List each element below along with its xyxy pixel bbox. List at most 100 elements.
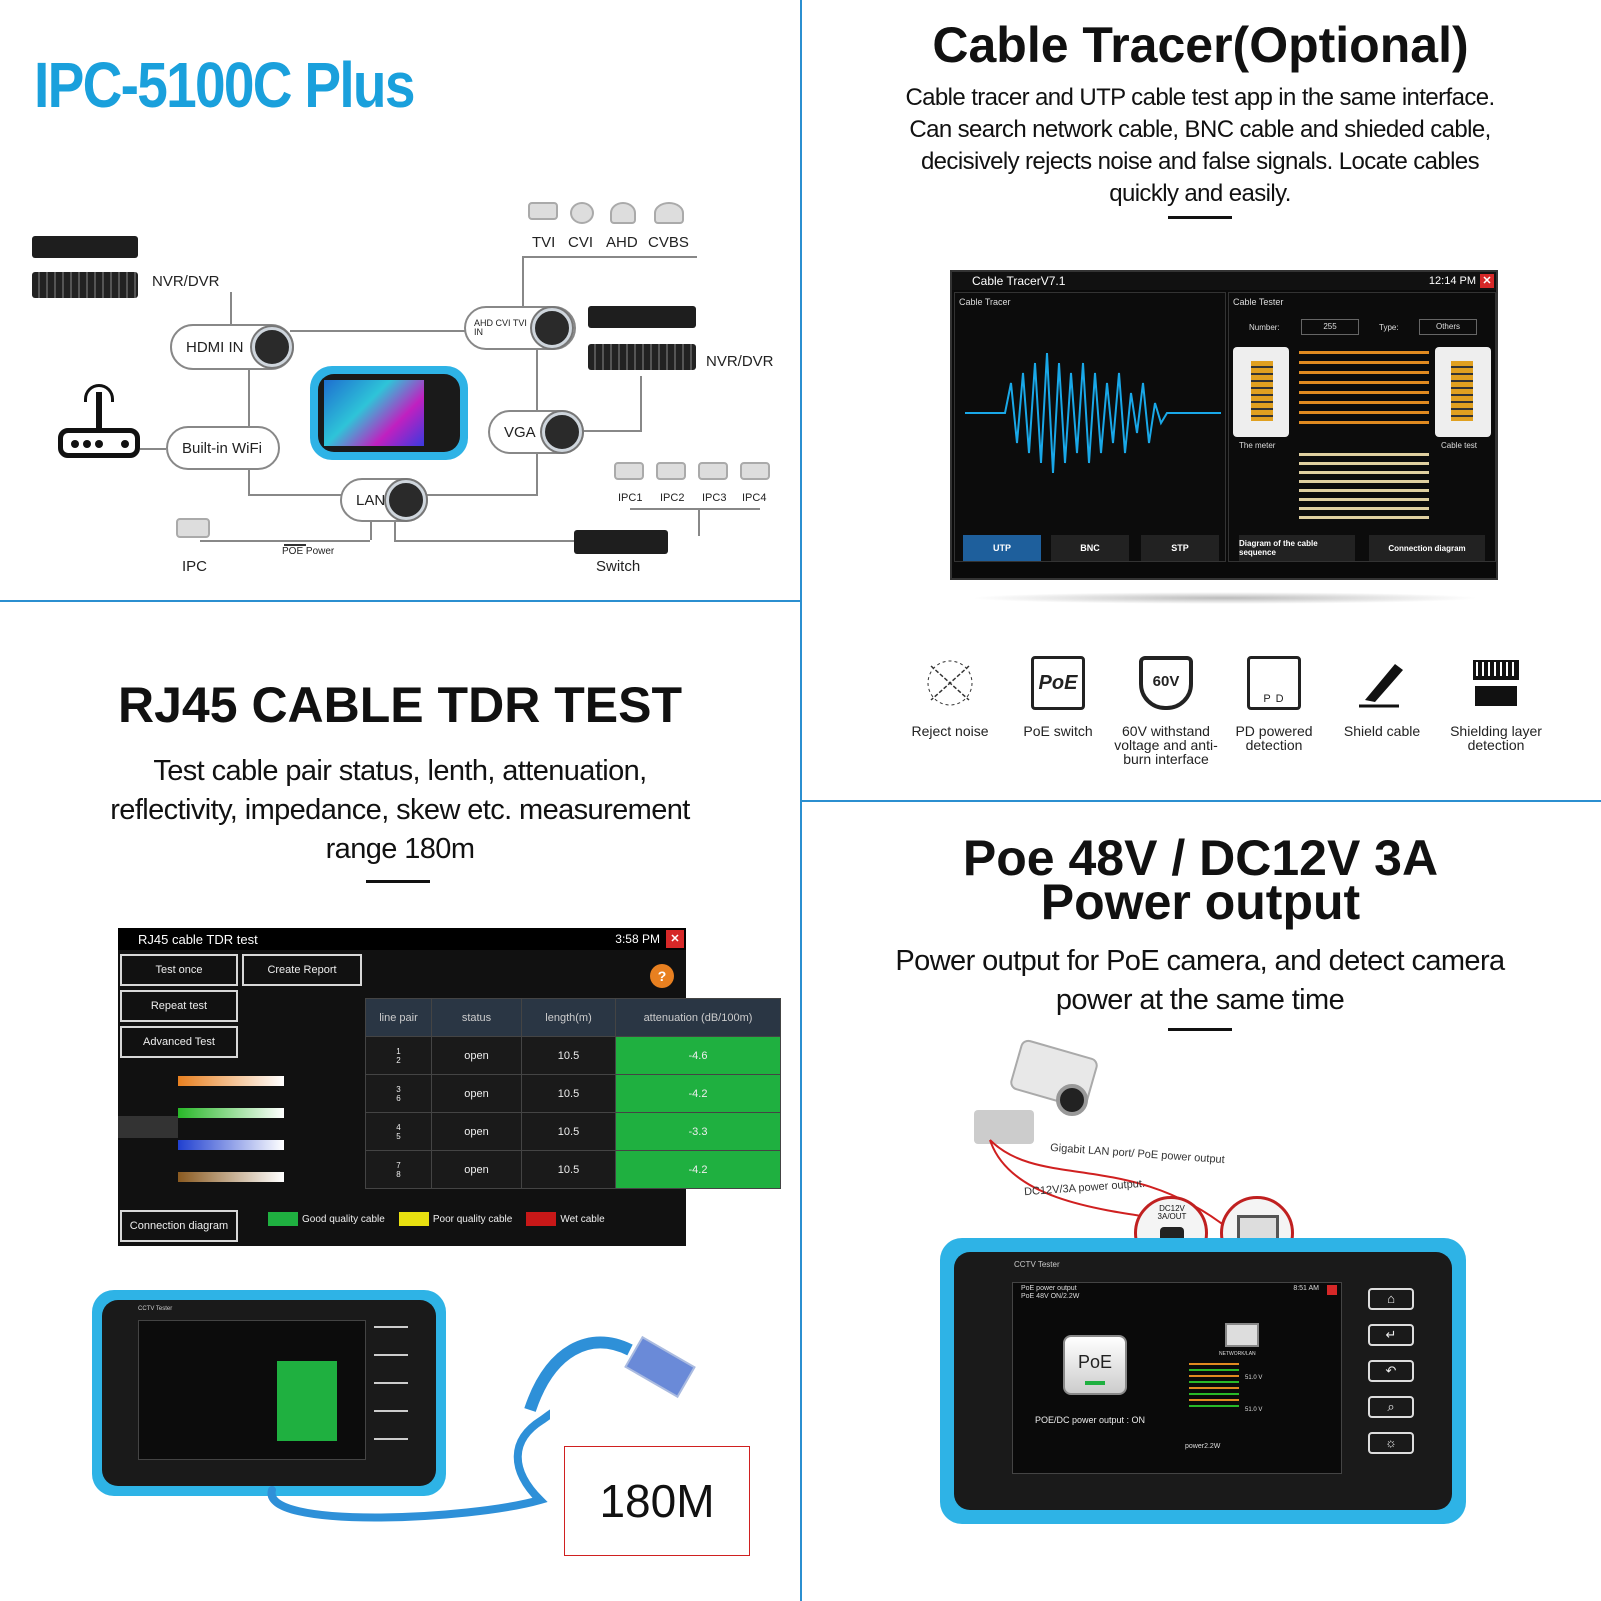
nvr-right-device-icon bbox=[588, 306, 696, 328]
test-once-button[interactable]: Test once bbox=[120, 954, 238, 986]
close-icon[interactable] bbox=[1327, 1285, 1337, 1295]
cable-sequence-button[interactable]: Diagram of the cable sequence bbox=[1239, 535, 1355, 561]
type-value[interactable]: Others bbox=[1419, 319, 1477, 335]
clock: 8:51 AM bbox=[1293, 1285, 1319, 1292]
enter-button[interactable]: ↵ bbox=[1368, 1324, 1414, 1346]
ipc-label: IPC bbox=[182, 558, 208, 575]
lan-port: LAN bbox=[340, 478, 428, 522]
cable-pairs-illustration bbox=[118, 1068, 288, 1188]
waveform-graph bbox=[965, 352, 1221, 474]
app-title: RJ45 cable TDR test bbox=[138, 931, 258, 947]
feature-60v: 60V 60V withstand voltage and anti-burn … bbox=[1104, 656, 1228, 766]
cvi-camera-icon bbox=[570, 202, 594, 224]
cvi-label: CVI bbox=[568, 234, 594, 251]
legend-wet-swatch bbox=[526, 1212, 557, 1226]
status-cell: open bbox=[431, 1074, 522, 1113]
wire-map-top bbox=[1299, 351, 1429, 431]
nvr-right-label: NVR/DVR bbox=[706, 353, 774, 370]
line-pair-cell: 3 6 bbox=[365, 1074, 432, 1113]
poe-screen: PoE power output PoE 48V ON/2.2W 8:51 AM… bbox=[1012, 1282, 1342, 1474]
col-status: status bbox=[431, 998, 522, 1037]
attenuation-cell: -3.3 bbox=[615, 1112, 781, 1151]
col-line-pair: line pair bbox=[365, 998, 432, 1037]
cable-connector-icon bbox=[1435, 347, 1491, 437]
ipc1-label: IPC1 bbox=[618, 492, 643, 504]
number-label: Number: bbox=[1249, 323, 1280, 332]
shield-60v-icon: 60V bbox=[1139, 656, 1193, 710]
shield-cable-icon bbox=[1359, 664, 1403, 708]
screen-shadow bbox=[970, 592, 1480, 604]
pd-icon: P D bbox=[1247, 656, 1301, 710]
type-label: Type: bbox=[1379, 323, 1399, 332]
feature-reject-noise: Reject noise bbox=[898, 656, 1002, 766]
attenuation-cell: -4.6 bbox=[615, 1036, 781, 1075]
poe-title: Poe 48V / DC12V 3A Power output bbox=[962, 830, 1439, 930]
meter-label: The meter bbox=[1239, 441, 1276, 450]
ipc-camera-icon bbox=[176, 518, 210, 538]
device-label: CCTV Tester bbox=[138, 1306, 173, 1312]
connection-diagram-button[interactable]: Connection diagram bbox=[120, 1210, 238, 1242]
cable-tracer-screen: Cable TracerV7.1 12:14 PM ✕ Cable Tracer… bbox=[950, 270, 1498, 580]
tab-utp[interactable]: UTP bbox=[963, 535, 1041, 561]
ahd-in-label: AHD CVI TVI IN bbox=[474, 318, 527, 337]
close-icon[interactable]: ✕ bbox=[666, 930, 684, 948]
feature-shielding-layer: Shielding layer detection bbox=[1438, 656, 1554, 766]
ahd-camera-icon bbox=[610, 202, 636, 224]
cable-tracer-description: Cable tracer and UTP cable test app in t… bbox=[905, 84, 1495, 207]
network-label: NETWORK/LAN bbox=[1219, 1351, 1256, 1357]
section-underline bbox=[1168, 216, 1232, 219]
security-camera-image bbox=[974, 1037, 1124, 1150]
side-buttons bbox=[374, 1320, 408, 1460]
feature-poe-switch: PoE PoE switch bbox=[1006, 656, 1110, 766]
help-icon[interactable]: ? bbox=[650, 964, 674, 988]
home-button[interactable]: ⌂ bbox=[1368, 1288, 1414, 1310]
ipc3-camera-icon bbox=[698, 462, 728, 480]
brightness-button[interactable]: ☼ bbox=[1368, 1432, 1414, 1454]
feature-pd: P D PD powered detection bbox=[1222, 656, 1326, 766]
horizontal-divider-right bbox=[800, 800, 1601, 802]
shielding-layer-icon bbox=[1473, 660, 1519, 706]
attenuation-cell: -4.2 bbox=[615, 1074, 781, 1113]
advanced-test-button[interactable]: Advanced Test bbox=[120, 1026, 238, 1058]
tvi-camera-icon bbox=[528, 202, 558, 220]
ipc2-camera-icon bbox=[656, 462, 686, 480]
power-reading: power2.2W bbox=[1185, 1443, 1221, 1450]
network-port-icon bbox=[1225, 1323, 1259, 1347]
line-pair-cell: 1 2 bbox=[365, 1036, 432, 1075]
tdr-results-table: line pair status length(m) attenuation (… bbox=[365, 998, 781, 1189]
screen-title-bar: Cable TracerV7.1 12:14 PM ✕ bbox=[952, 272, 1496, 290]
power-status: POE/DC power output : ON bbox=[1035, 1415, 1146, 1425]
tdr-description: Test cable pair status, lenth, attenuati… bbox=[110, 755, 690, 865]
connection-diagram-button[interactable]: Connection diagram bbox=[1369, 535, 1485, 561]
tab-stp[interactable]: STP bbox=[1141, 535, 1219, 561]
voltage-1: 51.0 V bbox=[1245, 1375, 1263, 1381]
meter-connector-icon bbox=[1233, 347, 1289, 437]
length-cell: 10.5 bbox=[521, 1036, 616, 1075]
reject-noise-icon bbox=[927, 660, 973, 706]
cable-test-label: Cable test bbox=[1441, 441, 1478, 450]
legend-good-swatch bbox=[268, 1212, 298, 1226]
close-icon[interactable]: ✕ bbox=[1480, 274, 1494, 288]
nvr-left-label: NVR/DVR bbox=[152, 273, 220, 290]
create-report-button[interactable]: Create Report bbox=[242, 954, 362, 986]
length-cell: 10.5 bbox=[521, 1150, 616, 1189]
poe-toggle-button[interactable]: PoE bbox=[1063, 1335, 1127, 1395]
back-button[interactable]: ↶ bbox=[1368, 1360, 1414, 1382]
zoom-button[interactable]: ⌕ bbox=[1368, 1396, 1414, 1418]
rj45-plug-image bbox=[524, 1335, 696, 1412]
vga-port: VGA bbox=[488, 410, 584, 454]
poe-switch-icon: PoE bbox=[1031, 656, 1085, 710]
status-cell: open bbox=[431, 1036, 522, 1075]
feature-shield-cable: Shield cable bbox=[1330, 656, 1434, 766]
repeat-test-button[interactable]: Repeat test bbox=[120, 990, 238, 1022]
number-value[interactable]: 255 bbox=[1301, 319, 1359, 335]
dvr-device-icon bbox=[32, 272, 138, 298]
tab-bnc[interactable]: BNC bbox=[1051, 535, 1129, 561]
horizontal-divider-left bbox=[0, 600, 800, 602]
lan-port-icon bbox=[386, 480, 426, 520]
ipc2-label: IPC2 bbox=[660, 492, 685, 504]
